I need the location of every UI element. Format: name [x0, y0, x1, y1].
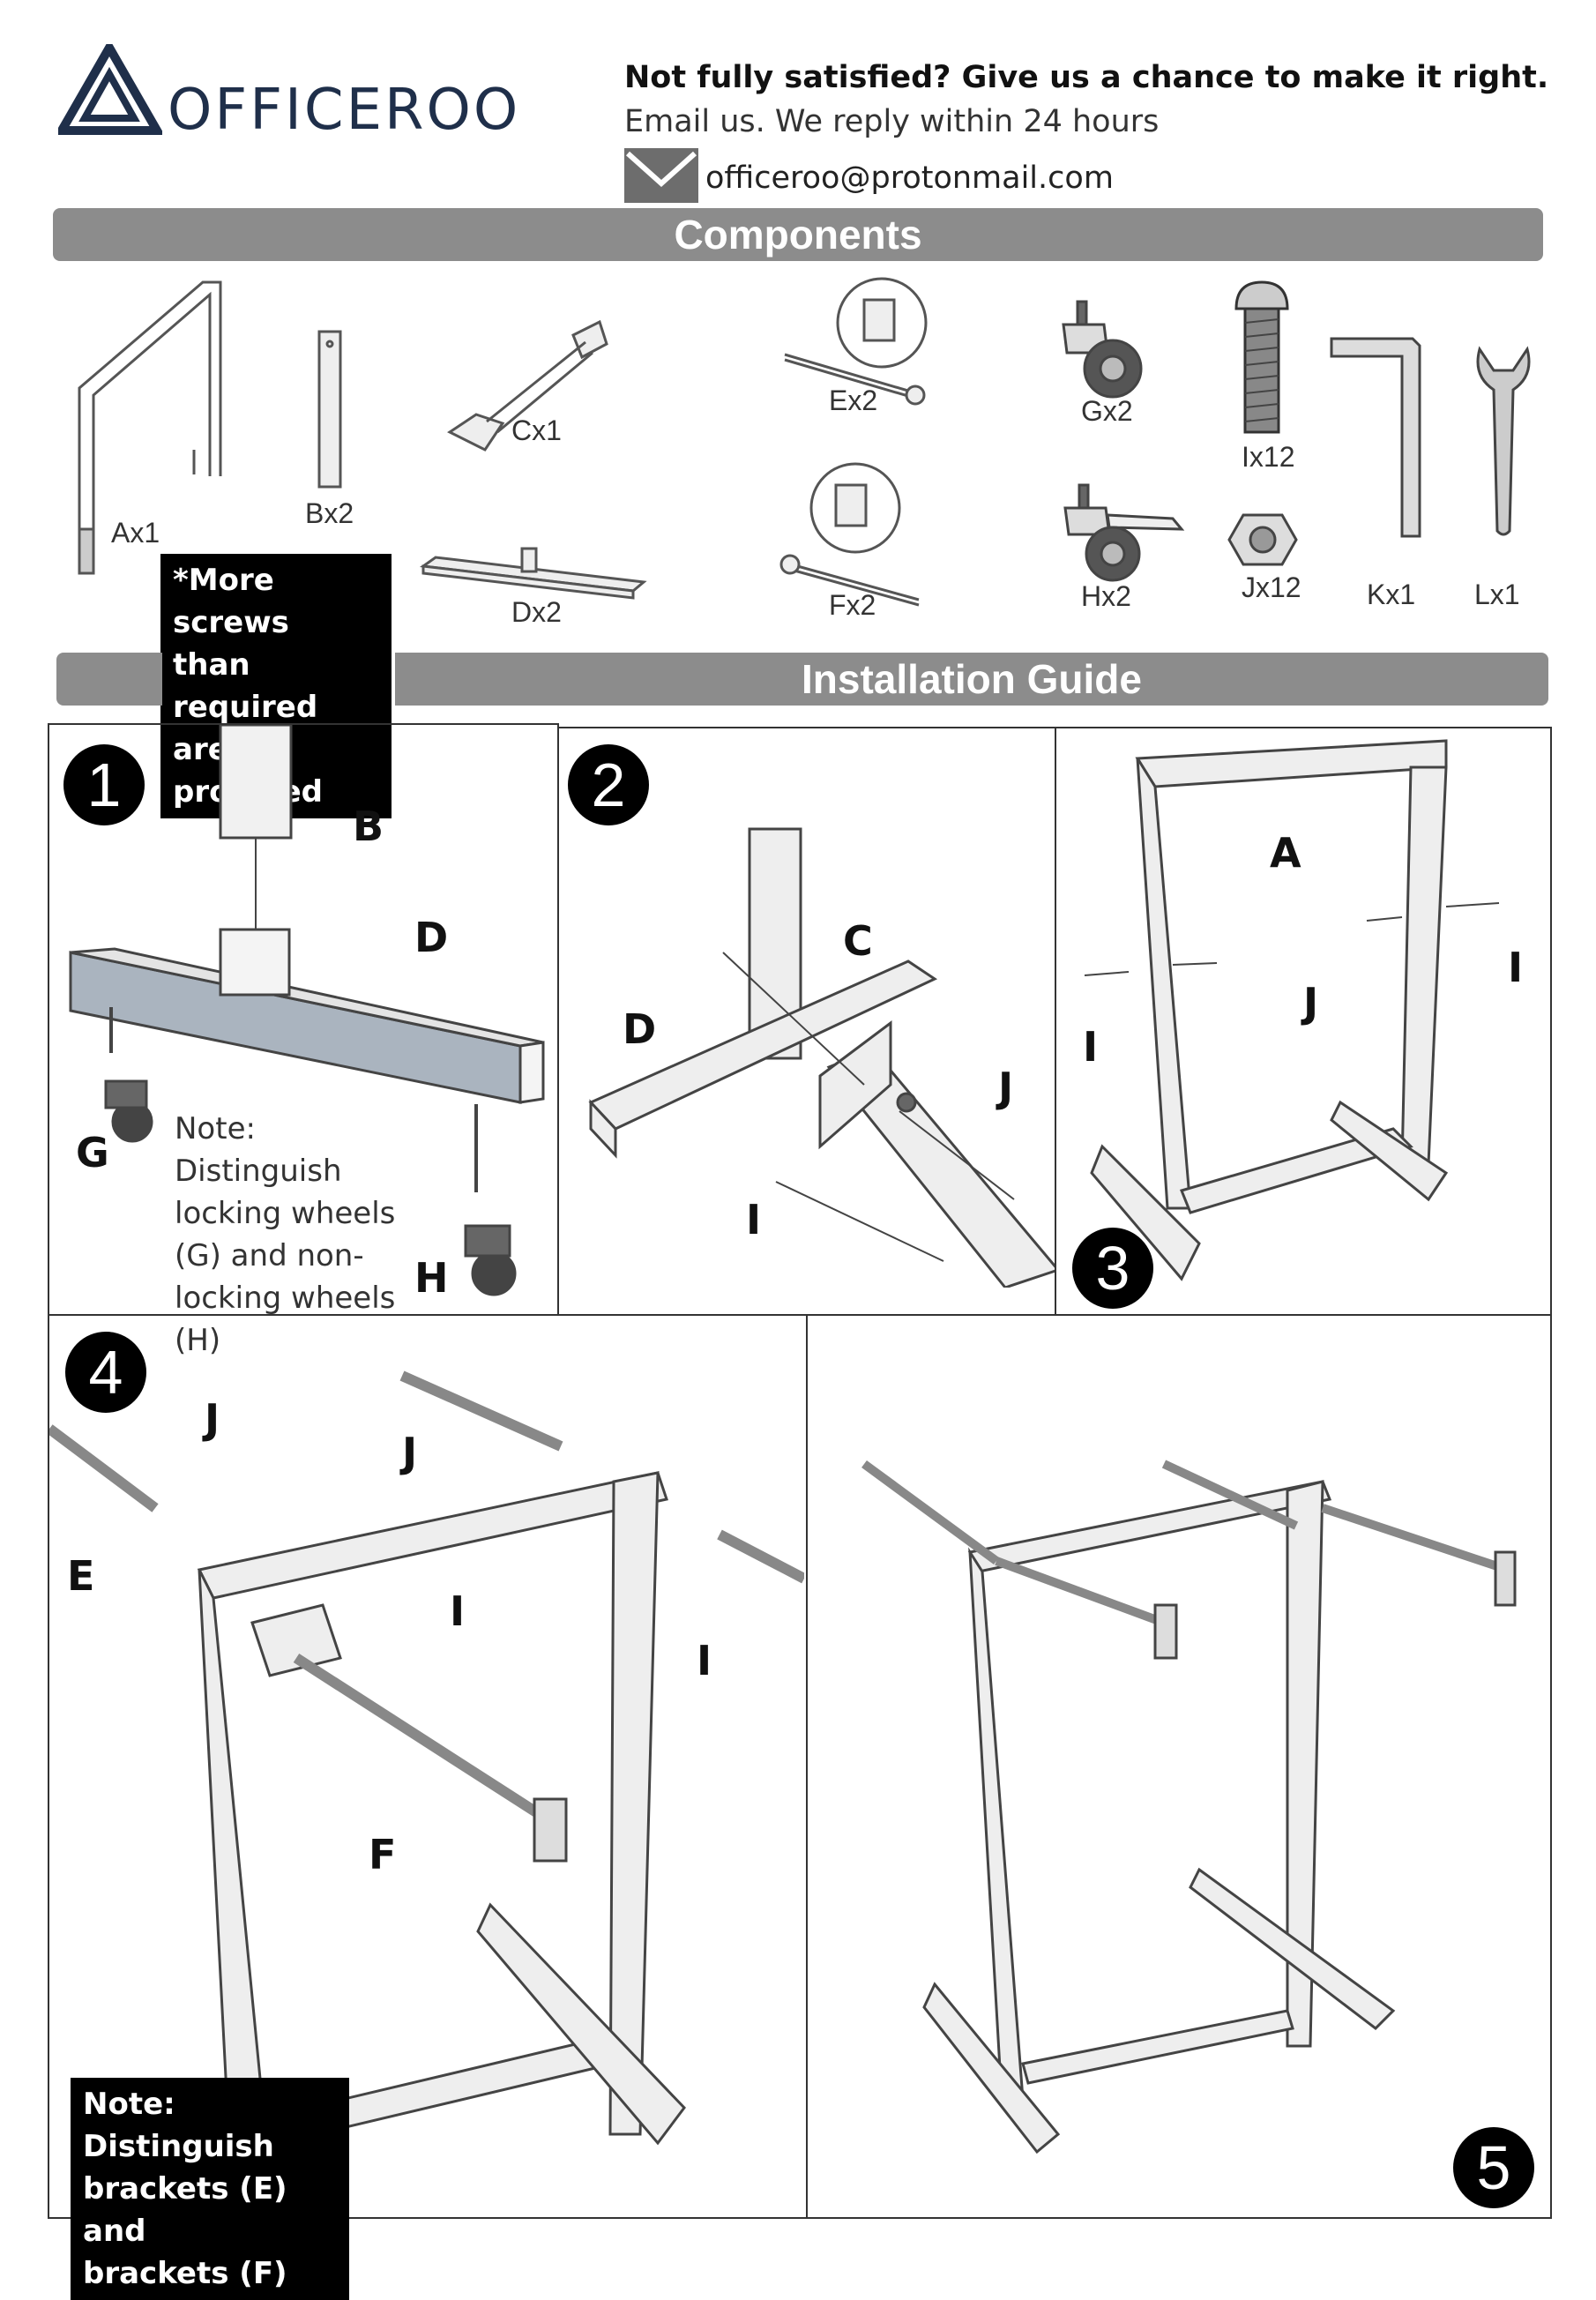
- part-g-label: Gx2: [1081, 395, 1133, 427]
- part-l-label: Lx1: [1474, 579, 1520, 610]
- step-4-drawing: [49, 1370, 804, 2214]
- part-h-label: Hx2: [1081, 580, 1131, 612]
- screws-note-line-2: than required: [173, 647, 318, 725]
- screws-note-line-1: *More screws: [173, 563, 289, 640]
- step-1-number: 1: [63, 744, 145, 825]
- email-envelope-icon: [624, 148, 698, 203]
- step-4-note-line-1: Note: Distinguish: [83, 2087, 274, 2164]
- step-1-callout-h: H: [414, 1254, 449, 1302]
- step-4-callout-j-right: J: [402, 1429, 418, 1476]
- part-b-label: Bx2: [305, 497, 354, 529]
- officeroo-logo-icon: [58, 44, 162, 135]
- step-4-callout-i-right: I: [697, 1637, 712, 1684]
- support-email[interactable]: officeroo@protonmail.com: [705, 161, 1114, 196]
- part-b-post-drawing: [317, 330, 342, 489]
- step-5-drawing: [861, 1460, 1517, 2154]
- step-4-note: Note: Distinguish brackets (E) and brack…: [71, 2078, 349, 2300]
- installation-heading: Installation Guide: [395, 653, 1548, 706]
- step-2-number: 2: [568, 744, 649, 825]
- step-2-callout-d: D: [623, 1005, 657, 1053]
- part-e-bracket-drawing: [784, 277, 928, 406]
- step-1-note-line-3: (G) and non-: [175, 1238, 364, 1273]
- step-3-number: 3: [1072, 1228, 1153, 1309]
- step-4-callout-f: F: [369, 1831, 397, 1878]
- step-4-note-line-2: brackets (E) and: [83, 2171, 287, 2249]
- part-i-label: Ix12: [1242, 441, 1295, 473]
- part-f-label: Fx2: [829, 589, 876, 621]
- step-3-drawing: [1084, 739, 1500, 1281]
- step-5-number: 5: [1453, 2127, 1534, 2208]
- step-5-panel: [806, 1314, 1552, 2219]
- step-2-callout-j: J: [998, 1064, 1014, 1111]
- screws-note: *More screws than required are provided: [160, 554, 392, 818]
- part-d-label: Dx2: [511, 596, 562, 628]
- step-3-callout-i-right: I: [1508, 944, 1524, 991]
- part-c-crossbar-drawing: [447, 319, 608, 452]
- components-heading: Components: [53, 208, 1543, 261]
- part-g-locking-wheel-drawing: [1062, 300, 1143, 399]
- part-i-screw-drawing: [1234, 280, 1289, 434]
- part-c-label: Cx1: [511, 414, 562, 446]
- brand-name: OFFICEROO: [168, 78, 521, 143]
- part-k-allen-key-icon: [1330, 337, 1421, 538]
- step-1-note-line-4: locking wheels: [175, 1281, 396, 1316]
- step-1-note-line-5: (H): [175, 1323, 221, 1358]
- part-a-frame-drawing: [78, 280, 222, 575]
- step-1-callout-d: D: [414, 914, 449, 961]
- part-k-label: Kx1: [1367, 579, 1416, 610]
- part-a-label: Ax1: [111, 517, 160, 549]
- header-headline: Not fully satisfied? Give us a chance to…: [624, 60, 1549, 95]
- step-3-callout-a: A: [1270, 829, 1301, 877]
- part-e-label: Ex2: [829, 385, 878, 416]
- installation-bar-left-cap: [56, 653, 162, 706]
- step-4-callout-j-left: J: [205, 1395, 220, 1443]
- header-subline: Email us. We reply within 24 hours: [624, 104, 1160, 139]
- step-2-drawing: [588, 827, 1055, 1288]
- step-1-note-line-2: locking wheels: [175, 1196, 396, 1231]
- part-f-bracket-drawing: [779, 462, 920, 607]
- step-1-callout-b: B: [353, 803, 384, 850]
- step-1-note: Note: Distinguish locking wheels (G) and…: [175, 1108, 421, 1362]
- part-d-foot-drawing: [419, 547, 647, 600]
- step-4-number: 4: [65, 1332, 146, 1413]
- part-h-wheel-drawing: [1063, 483, 1185, 582]
- step-3-callout-i-left: I: [1083, 1023, 1099, 1071]
- step-4-callout-i-center: I: [450, 1587, 466, 1635]
- step-4-note-line-3: brackets (F): [83, 2256, 287, 2291]
- part-l-wrench-icon: [1476, 346, 1531, 536]
- step-3-callout-j: J: [1303, 979, 1319, 1027]
- step-4-callout-e: E: [67, 1552, 95, 1600]
- step-1-note-line-1: Note: Distinguish: [175, 1111, 342, 1189]
- step-1-callout-g: G: [76, 1129, 109, 1176]
- part-j-label: Jx12: [1242, 571, 1301, 603]
- step-2-callout-i: I: [746, 1196, 762, 1243]
- step-1-drawing: [69, 725, 545, 1296]
- part-j-nut-drawing: [1227, 513, 1298, 566]
- step-2-callout-c: C: [843, 917, 873, 965]
